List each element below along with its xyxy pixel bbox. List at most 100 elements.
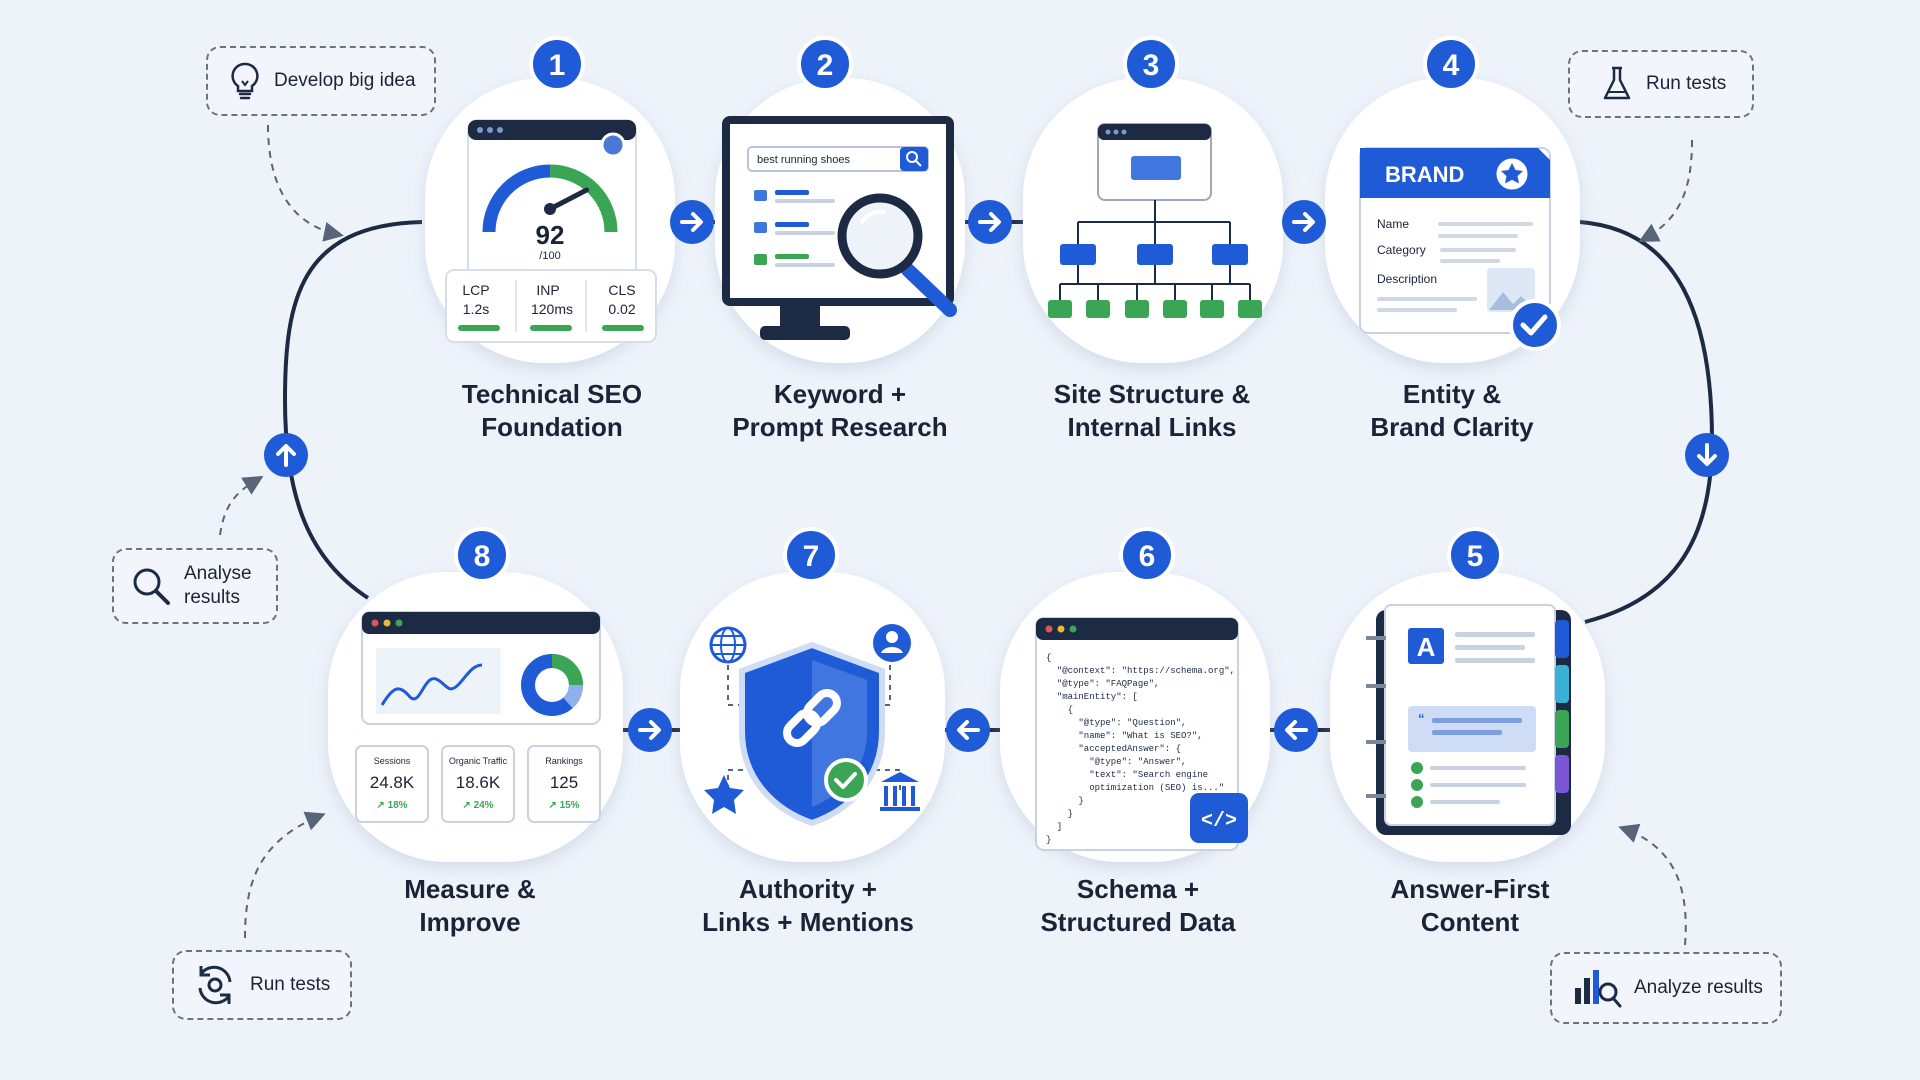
search-query: best running shoes (757, 154, 850, 166)
stat-box (527, 745, 601, 823)
metric-lcp-name: LCP (462, 282, 489, 298)
step-title-1-line2: Foundation (481, 412, 623, 442)
arrow-down-icon (1685, 433, 1729, 477)
search-icon (906, 151, 918, 163)
stat-label: Rankings (545, 756, 583, 766)
code-line: } (1046, 796, 1084, 806)
note-analyse-line2: results (184, 587, 240, 608)
step-title-8-line2: Improve (419, 907, 521, 937)
step-badge-7: 7 (783, 527, 839, 583)
stat-change: ↗ 15% (548, 800, 579, 811)
step-badges: 1 2 3 4 5 6 7 8 (454, 36, 1503, 583)
metric-cls-name: CLS (608, 282, 635, 298)
code-line: ] (1046, 822, 1062, 832)
step-badge-1: 1 (529, 36, 585, 92)
svg-text:“: “ (1418, 711, 1425, 726)
lightbulb-icon (228, 61, 262, 101)
site-tree-illustration (1048, 123, 1262, 318)
step-title-6-line1: Schema + (1076, 874, 1200, 904)
step-title-3: Site Structure & Internal Links (1002, 378, 1302, 444)
note-analyze-label: Analyze results (1634, 977, 1763, 998)
verified-check-icon (824, 758, 868, 802)
arrow-right-icon (670, 200, 714, 244)
step-title-6-line2: Structured Data (1040, 907, 1236, 937)
step-title-5: Answer-First Content (1320, 873, 1620, 939)
code-line: "mainEntity": [ (1046, 692, 1138, 702)
shield-illustration (704, 624, 920, 827)
loop-connector-left (282, 220, 423, 600)
svg-text:2: 2 (817, 49, 834, 82)
code-line: } (1046, 835, 1051, 845)
code-line: "@context": "https://schema.org", (1046, 666, 1235, 676)
stat-value: 125 (550, 773, 578, 792)
step-title-2: Keyword + Prompt Research (690, 378, 990, 444)
note-run-tests-bottom-label: Run tests (250, 974, 331, 995)
star-icon (704, 775, 744, 814)
code-window-illustration: { "@context": "https://schema.org", "@ty… (1035, 617, 1248, 851)
brand-heading: BRAND (1385, 162, 1464, 187)
content-doc-letter: A (1417, 632, 1436, 662)
flask-icon (1600, 64, 1634, 104)
note-run-tests-top-label: Run tests (1646, 73, 1727, 94)
code-tag-icon: </> (1201, 810, 1237, 833)
code-line: { (1046, 653, 1051, 663)
stat-label: Organic Traffic (449, 756, 508, 766)
code-line: "@type": "Answer", (1046, 757, 1186, 767)
code-line: "name": "What is SEO?", (1046, 731, 1203, 741)
brand-field-category: Category (1377, 243, 1426, 257)
step-title-1-line1: Technical SEO (461, 379, 643, 409)
step-badge-2: 2 (797, 36, 853, 92)
svg-text:3: 3 (1143, 49, 1160, 82)
step-title-4: Entity & Brand Clarity (1302, 378, 1602, 444)
stat-value: 18.6K (456, 773, 501, 792)
step-title-3-line2: Internal Links (1067, 412, 1237, 442)
code-line: "@type": "FAQPage", (1046, 679, 1159, 689)
gauge-illustration: 92 /100 LCP 1.2s INP 120ms CLS 0.02 (445, 119, 657, 343)
institution-icon (880, 772, 920, 811)
arrow-right-icon (968, 200, 1012, 244)
svg-text:1: 1 (549, 49, 566, 82)
arrow-left-icon (946, 708, 990, 752)
step-title-4-line1: Entity & (1402, 379, 1502, 409)
stat-change: ↗ 18% (376, 800, 407, 811)
stat-label: Sessions (374, 756, 411, 766)
gauge-score: 92 (536, 220, 565, 250)
refresh-gear-icon (192, 962, 238, 1008)
step-title-2-line2: Prompt Research (732, 412, 948, 442)
arrow-right-icon (1282, 200, 1326, 244)
step-badge-4: 4 (1423, 36, 1479, 92)
step-badge-6: 6 (1119, 527, 1175, 583)
svg-text:6: 6 (1139, 540, 1156, 573)
step-title-2-line1: Keyword + (773, 379, 907, 409)
step-title-4-line2: Brand Clarity (1370, 412, 1534, 442)
svg-text:7: 7 (803, 540, 820, 573)
note-run-tests-top: Run tests (1568, 50, 1754, 118)
note-analyze-results: Analyze results (1550, 952, 1782, 1024)
step-title-1: Technical SEO Foundation (402, 378, 702, 444)
code-line: { (1046, 705, 1073, 715)
step-title-7-line1: Authority + (739, 874, 877, 904)
code-line: } (1046, 809, 1073, 819)
binder-illustration: A “ (1366, 604, 1571, 835)
note-analyse-line1: Analyse (184, 563, 252, 584)
step-title-8: Measure & Improve (320, 873, 620, 939)
svg-text:5: 5 (1467, 540, 1484, 573)
arrow-up-icon (264, 433, 308, 477)
note-develop-big-idea: Develop big idea (206, 46, 436, 116)
code-line: "acceptedAnswer": { (1046, 744, 1181, 754)
svg-text:8: 8 (474, 540, 491, 573)
step-badge-3: 3 (1123, 36, 1179, 92)
step-badge-5: 5 (1447, 527, 1503, 583)
step-title-3-line1: Site Structure & (1053, 379, 1251, 409)
stat-change: ↗ 24% (462, 800, 493, 811)
step-badge-8: 8 (454, 527, 510, 583)
step-title-7: Authority + Links + Mentions (658, 873, 958, 939)
gauge-max: /100 (539, 250, 560, 262)
arrow-right-icon (628, 708, 672, 752)
code-line: "@type": "Question", (1046, 718, 1186, 728)
arrow-left-icon (1274, 708, 1318, 752)
step-title-6: Schema + Structured Data (988, 873, 1288, 939)
